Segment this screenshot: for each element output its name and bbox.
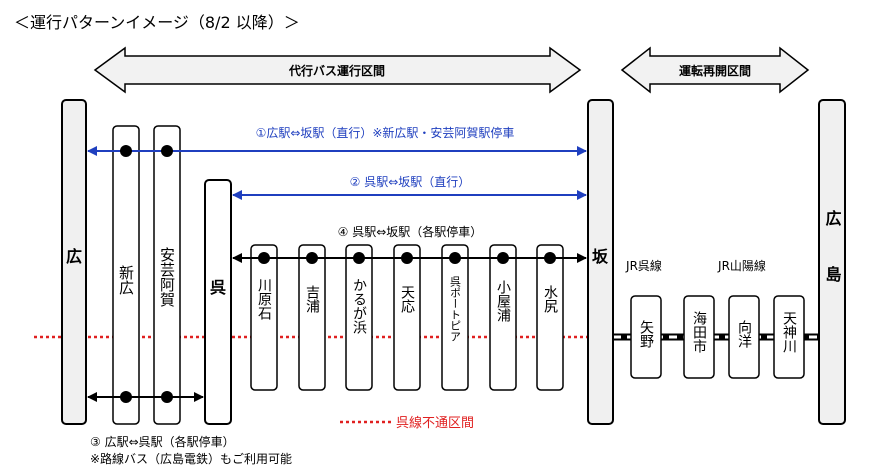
- station-mukainada-label: 向洋: [736, 320, 752, 348]
- sanyo-line-label: JR山陽線: [717, 258, 766, 273]
- station-tenno-label: 天応: [399, 285, 415, 314]
- station-tenjingawa-label: 天神川: [781, 311, 797, 353]
- route3-stop-shinhiro: [120, 391, 132, 403]
- route4-stop-kaburagahama: [353, 252, 365, 264]
- kure-line-label: JR呉線: [625, 258, 662, 273]
- reopened-section-arrow: [620, 46, 810, 94]
- route4-stop-yoshiura: [306, 252, 318, 264]
- station-tenjingawa: [773, 295, 805, 379]
- route1-stop-akigaga: [161, 145, 173, 157]
- station-mizushiri-label: 水尻: [542, 285, 558, 314]
- station-saka: [587, 99, 614, 425]
- legend-closed-label: 呉線不通区間: [396, 415, 474, 431]
- route1-label: ①広駅⇔坂駅（直行）※新広駅・安芸阿賀駅停車: [256, 125, 515, 140]
- station-saka-label: 坂: [592, 247, 609, 266]
- station-yoshiura-label: 吉浦: [304, 285, 320, 313]
- station-akigaga-label: 安芸阿賀: [158, 247, 176, 307]
- page-title: ＜運行パターンイメージ（8/2 以降）＞: [14, 13, 300, 32]
- route4-stop-koyaura: [497, 252, 509, 264]
- route3-note: ※路線バス（広島電鉄）もご利用可能: [90, 451, 292, 466]
- station-hiro: [61, 99, 87, 425]
- station-kaburagahama-label: かるが浜: [351, 278, 367, 334]
- route2-label: ② 呉駅⇔坂駅（直行）: [350, 175, 471, 189]
- station-kaitaichi-label: 海田市: [691, 311, 707, 353]
- station-hiroshima: [818, 99, 846, 425]
- station-koyaura-label: 小屋浦: [495, 280, 511, 322]
- route3-stop-akigaga: [161, 391, 173, 403]
- route4-label: ④ 呉駅⇔坂駅（各駅停車）: [338, 224, 483, 239]
- station-yoshiura: [298, 244, 326, 391]
- station-mizushiri: [536, 244, 564, 391]
- station-kaitaichi: [683, 295, 715, 379]
- station-shinhiro-label: 新広: [117, 265, 135, 295]
- station-akigaga: [153, 125, 181, 425]
- route1-stop-shinhiro: [120, 145, 132, 157]
- station-kure-label: 呉: [210, 278, 226, 297]
- bus-section-arrow: [93, 46, 582, 94]
- station-koyaura: [489, 244, 517, 391]
- station-kure-portopia: [441, 244, 469, 391]
- station-hiroshima-label: 広島: [823, 209, 842, 322]
- station-yano: [630, 295, 662, 379]
- station-kaburagahama: [345, 244, 373, 391]
- station-kure: [204, 179, 232, 425]
- route4-stop-mizushiri: [544, 252, 556, 264]
- route4-stop-tenno: [401, 252, 413, 264]
- station-kawaraishi: [250, 244, 278, 391]
- station-hiro-label: 広: [66, 247, 82, 266]
- route3-label: ③ 広駅⇔呉駅（各駅停車）: [90, 434, 235, 449]
- station-yano-label: 矢野: [638, 320, 654, 348]
- bus-section-label: 代行バス運行区間: [288, 63, 385, 78]
- route4-stop-kawaraishi: [258, 252, 270, 264]
- reopened-section-label: 運転再開区間: [679, 63, 751, 78]
- station-kure-portopia-label: 呉ポートピア: [449, 276, 462, 342]
- station-kawaraishi-label: 川原石: [256, 278, 272, 320]
- station-tenno: [393, 244, 421, 391]
- station-mukainada: [728, 295, 760, 379]
- station-shinhiro: [112, 125, 140, 425]
- route4-stop-kure-portopia: [449, 252, 461, 264]
